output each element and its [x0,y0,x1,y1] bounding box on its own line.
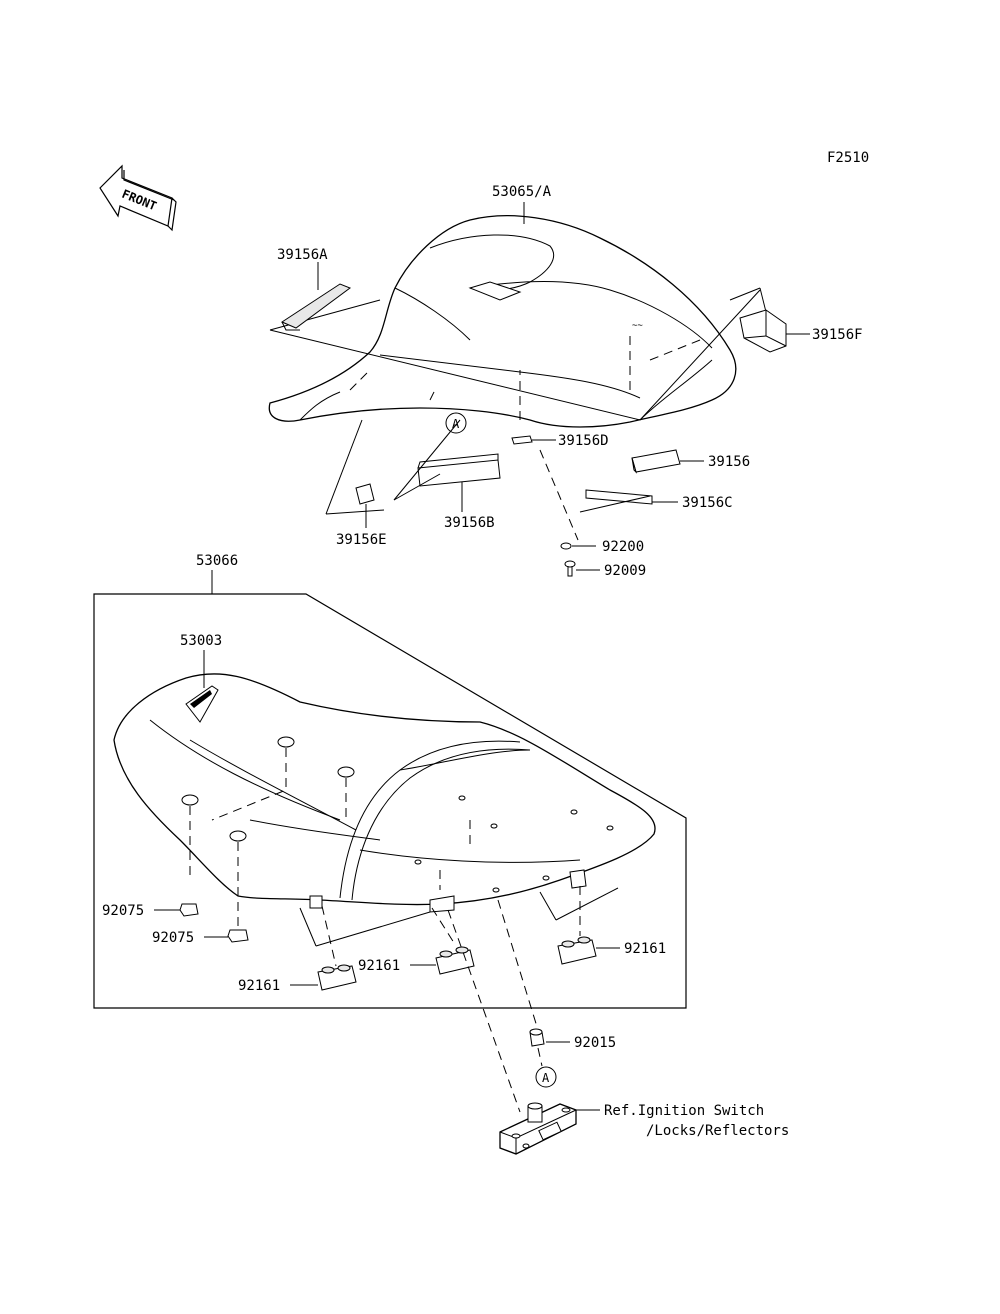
pad-39156E[interactable] [355,483,375,505]
strap-53003[interactable] [185,685,219,723]
washer-92200[interactable] [560,542,572,550]
reference-marker-a-top: A [445,412,467,434]
callout-39156: 39156 [708,454,750,470]
rubber-92161-c[interactable] [557,936,597,965]
callout-39156A: 39156A [277,247,328,263]
screw-92009[interactable] [564,560,576,577]
callout-39156D: 39156D [558,433,609,449]
strip-39156C[interactable] [585,489,653,505]
callout-92200: 92200 [602,539,644,555]
ref-note-line1: Ref.Ignition Switch [604,1103,764,1119]
rubber-92161-b[interactable] [435,946,475,975]
callout-53003: 53003 [180,633,222,649]
ref-note-line2: /Locks/Reflectors [646,1123,789,1139]
damper-92075-a[interactable] [179,903,199,917]
callout-39156F: 39156F [812,327,863,343]
block-39156B[interactable] [417,453,501,487]
pad-39156F[interactable] [739,309,787,353]
callout-53065A: 53065/A [492,184,552,200]
callout-92015: 92015 [574,1035,616,1051]
callout-92161-c: 92161 [624,941,666,957]
callout-53066: 53066 [196,553,238,569]
callout-92075-a: 92075 [102,903,144,919]
callout-39156B: 39156B [444,515,495,531]
callout-92161-a: 92161 [238,978,280,994]
assembly-frame-53066 [93,593,687,1009]
seat-lock-assembly[interactable] [499,1102,577,1155]
pad-39156[interactable] [631,449,681,474]
callout-39156C: 39156C [682,495,733,511]
svg-text:A: A [452,417,460,431]
callout-39156E: 39156E [336,532,387,548]
callout-92009: 92009 [604,563,646,579]
emblem-mark: ~~ [632,321,643,331]
callout-92161-b: 92161 [358,958,400,974]
seat-53066[interactable] [113,673,656,913]
callout-92075-b: 92075 [152,930,194,946]
svg-text:A: A [542,1071,550,1085]
collar-92015[interactable] [529,1028,545,1047]
reference-marker-a-bottom: A [535,1066,557,1088]
damper-92075-b[interactable] [227,929,249,943]
rubber-92161-a[interactable] [317,964,357,991]
pad-39156A[interactable] [280,283,352,331]
seat-cowl-53065A[interactable]: ~~ [268,215,737,428]
figure-code: F2510 [827,150,869,166]
plate-39156D[interactable] [511,435,533,445]
front-direction-arrow: FRONT [99,164,177,232]
